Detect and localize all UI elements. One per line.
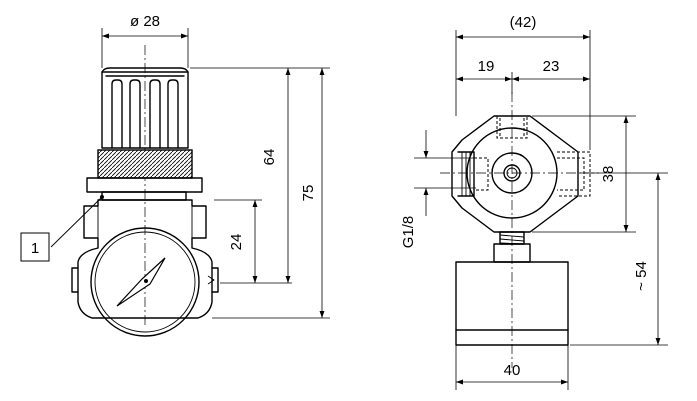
- dim-23-label: 23: [543, 58, 560, 75]
- side-view: (42) 19 23 38 ~ 54 40: [400, 14, 668, 390]
- dim-40-label: 40: [504, 362, 521, 379]
- callout-1: 1: [20, 195, 104, 262]
- dim-thread: G1/8: [400, 130, 476, 248]
- dim-port-height: 24: [228, 200, 258, 283]
- dim-19-label: 19: [478, 58, 495, 75]
- dim-75-label: 75: [300, 185, 317, 202]
- neck: [101, 191, 187, 201]
- dim-knob-height: 64: [261, 68, 291, 283]
- dim-bottom-height: ~ 54: [570, 172, 668, 346]
- center-bore: [491, 152, 533, 194]
- dim-64-label: 64: [261, 149, 278, 166]
- dim-38-label: 38: [600, 166, 617, 183]
- dim-bottom-width: 40: [455, 345, 569, 390]
- octagon-body: [451, 115, 591, 233]
- right-port: [211, 267, 219, 293]
- gauge-needle: [116, 257, 166, 307]
- regulator-body: [71, 199, 219, 319]
- front-view: 1 ø 28 24 64 75: [20, 13, 330, 337]
- dim-54-label: ~ 54: [633, 261, 650, 291]
- dim-total-height: 75: [300, 68, 325, 318]
- lock-ring: [86, 177, 203, 193]
- adjustment-knob: [97, 67, 193, 179]
- dim-24-label: 24: [228, 234, 245, 251]
- dim-thread-label: G1/8: [400, 216, 417, 249]
- dim-42-label: (42): [510, 14, 537, 31]
- dim-overall-width: (42): [455, 14, 591, 150]
- knurled-ring: [97, 149, 193, 179]
- pressure-gauge: [90, 227, 200, 337]
- dim-diameter: ø 28: [101, 13, 189, 68]
- callout-number: 1: [31, 240, 39, 257]
- dim-body-height: 38: [532, 115, 636, 233]
- dim-offsets: 19 23: [456, 58, 590, 94]
- dim-diameter-label: ø 28: [130, 13, 160, 30]
- left-port: [71, 267, 79, 293]
